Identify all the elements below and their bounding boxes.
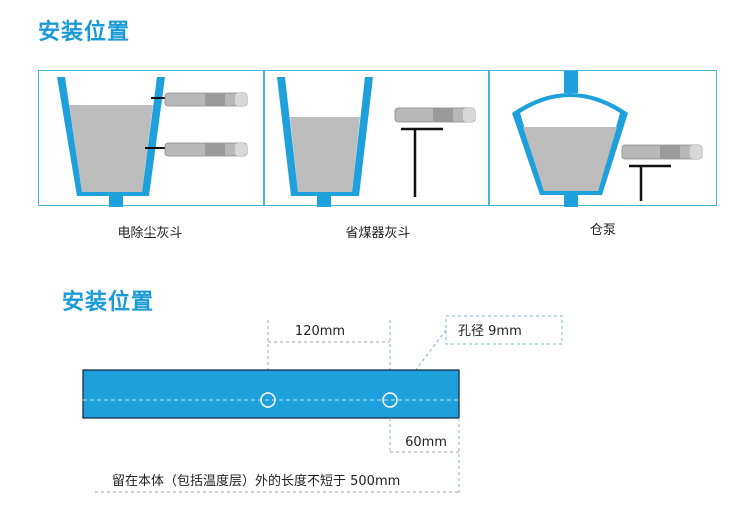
sensor-probe-upper bbox=[151, 92, 248, 107]
caption-dust-hopper: 电除尘灰斗 bbox=[117, 226, 183, 241]
panel-silo-pump bbox=[489, 70, 717, 207]
sensor-probe bbox=[394, 107, 476, 197]
silo-pump-illustration bbox=[512, 71, 703, 207]
sensor-probe bbox=[621, 144, 703, 201]
length-note-label: 留在本体（包括温度层）外的长度不短于 500mm bbox=[112, 473, 400, 489]
edge-offset-dimension: 60mm bbox=[389, 418, 460, 494]
hole-diameter-label: 孔径 9mm bbox=[458, 324, 522, 339]
economizer-hopper-illustration bbox=[277, 77, 476, 207]
length-note-dimension: 留在本体（包括温度层）外的长度不短于 500mm bbox=[95, 473, 459, 493]
panel-dust-hopper bbox=[38, 70, 264, 207]
dust-hopper-illustration bbox=[57, 77, 248, 207]
hopper-material bbox=[290, 117, 360, 192]
section-title-bottom: 安装位置 bbox=[62, 290, 155, 315]
section-title-top: 安装位置 bbox=[38, 20, 131, 45]
sensor-probe-lower bbox=[145, 142, 248, 157]
panel-economizer-hopper bbox=[264, 70, 489, 207]
caption-economizer-hopper: 省煤器灰斗 bbox=[345, 226, 411, 241]
pump-inlet-pipe bbox=[564, 71, 578, 93]
hole-spacing-label: 120mm bbox=[295, 324, 345, 339]
mounting-hole-right bbox=[382, 392, 398, 408]
caption-silo-pump: 仓泵 bbox=[589, 223, 617, 238]
spacing-dimension: 120mm bbox=[267, 320, 391, 384]
edge-offset-label: 60mm bbox=[405, 435, 447, 450]
hopper-material bbox=[69, 105, 153, 192]
pump-material bbox=[523, 127, 617, 191]
mounting-hole-left bbox=[260, 392, 276, 408]
